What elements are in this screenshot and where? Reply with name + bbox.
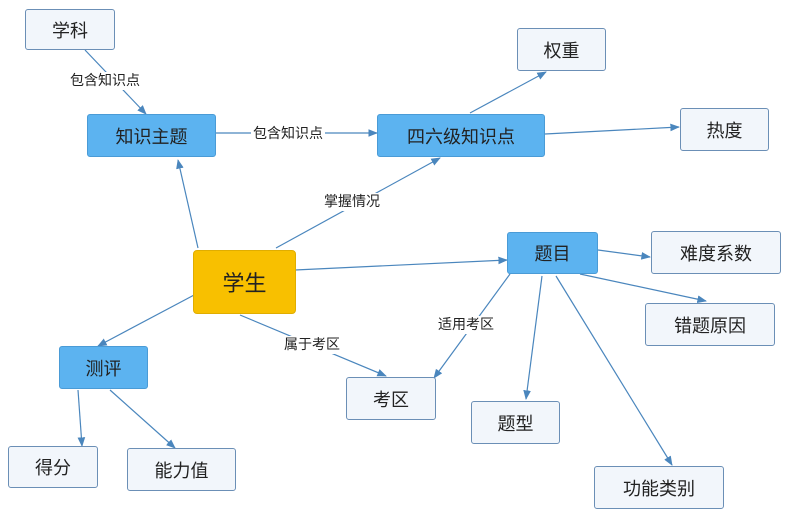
edge-timu-nandu	[597, 249, 651, 260]
edge-ceping-nengli	[109, 389, 176, 449]
edge-label-baohan-1: 包含知识点	[68, 72, 142, 90]
node-tixing[interactable]: 题型	[471, 401, 560, 444]
node-xuesheng[interactable]: 学生	[193, 250, 296, 314]
node-siliuji-zhishidian[interactable]: 四六级知识点	[377, 114, 545, 157]
edge-xuesheng-ceping	[97, 293, 197, 347]
edge-timu-cuoti	[579, 273, 707, 303]
node-nenglizhi[interactable]: 能力值	[127, 448, 236, 491]
edge-timu-tixing	[523, 275, 543, 400]
edge-xuesheng-zhishi	[176, 159, 199, 249]
edge-siliuji-redu	[544, 123, 680, 135]
edge-label-zhangwo: 掌握情况	[322, 193, 382, 211]
node-zhishi-zhuti[interactable]: 知识主题	[87, 114, 216, 157]
node-nandu-xishu[interactable]: 难度系数	[651, 231, 781, 274]
edge-label-shuyu: 属于考区	[282, 336, 342, 354]
node-timu[interactable]: 题目	[507, 232, 598, 274]
node-ceping[interactable]: 测评	[59, 346, 148, 389]
node-cuoti-yuanyin[interactable]: 错题原因	[645, 303, 775, 346]
node-quanzhong[interactable]: 权重	[517, 28, 606, 71]
node-kaoqu[interactable]: 考区	[346, 377, 436, 420]
edge-xuesheng-timu	[294, 256, 508, 271]
edge-label-baohan-2: 包含知识点	[251, 125, 325, 143]
edge-ceping-defen	[77, 389, 86, 447]
edge-timu-gongneng	[555, 275, 673, 466]
edge-siliuji-quanzhong	[469, 71, 547, 114]
node-defen[interactable]: 得分	[8, 446, 98, 488]
edge-label-shiyong: 适用考区	[436, 316, 496, 334]
node-gongneng-leibie[interactable]: 功能类别	[594, 466, 724, 509]
node-redu[interactable]: 热度	[680, 108, 769, 151]
node-xueke[interactable]: 学科	[25, 9, 115, 50]
